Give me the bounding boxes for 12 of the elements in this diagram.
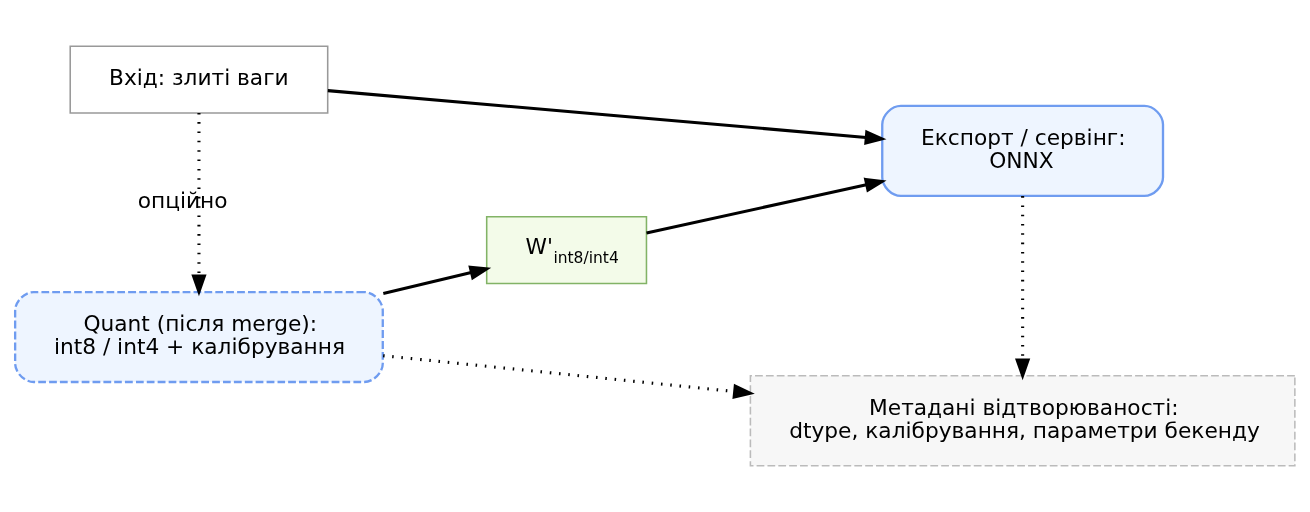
arrow	[1015, 196, 1031, 381]
arrow	[382, 265, 492, 295]
node-box: Quant (після merge): int8 / int4 + калібрування	[13, 290, 384, 384]
node-box: Метадані відтворюваності: dtype, калібрування, параметри бекенду	[749, 375, 1296, 467]
arrow	[327, 89, 887, 145]
node-box: Вхід: злиті ваги	[69, 45, 329, 114]
arrow	[646, 177, 887, 235]
node-box: Експорт / сервінг: ONNX	[881, 104, 1165, 198]
edge-label: опційно	[137, 188, 228, 214]
arrow	[191, 113, 207, 297]
arrow	[382, 354, 755, 399]
node-box: W'$_{int8/int4}$	[485, 216, 648, 285]
